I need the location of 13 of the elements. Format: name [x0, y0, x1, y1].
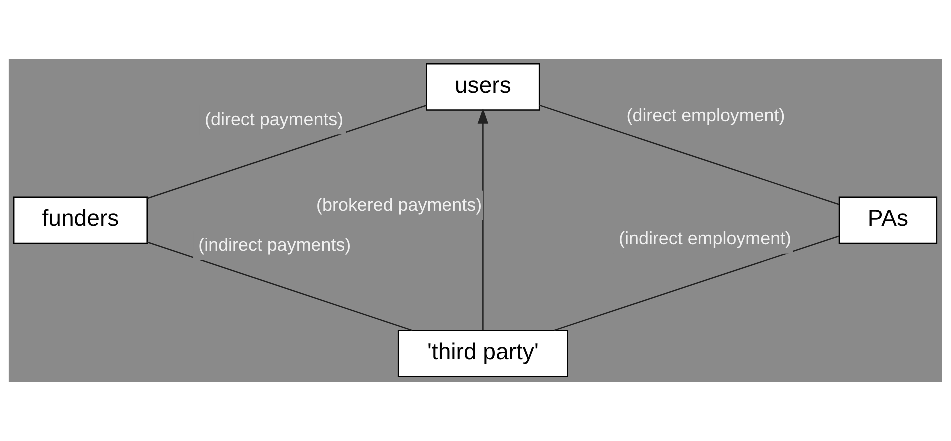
connector [554, 236, 840, 332]
node-box: funders [13, 196, 148, 244]
node-box: users [426, 63, 540, 111]
edge-label: (brokered payments) [316, 195, 482, 216]
edge-label: (direct employment) [626, 105, 786, 126]
edge-label: (indirect payments) [198, 234, 352, 255]
arrow [478, 108, 489, 330]
connector [539, 104, 840, 206]
node-box: 'third party' [398, 330, 568, 378]
edge-label: (indirect employment) [619, 228, 792, 248]
edge-label: (direct payments) [205, 109, 344, 130]
connector [147, 242, 413, 332]
node-box: PAs [838, 196, 938, 244]
